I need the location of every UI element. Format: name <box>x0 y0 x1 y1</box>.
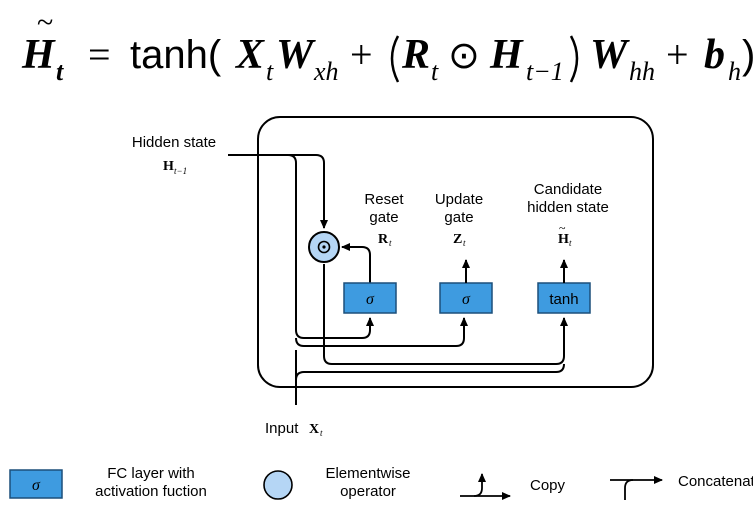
reset-sub: t <box>389 238 392 248</box>
legend-copy-label: Copy <box>530 477 566 494</box>
update-gate-label-2: gate <box>444 209 473 226</box>
candidate-label-1: Candidate <box>534 181 602 198</box>
legend-fc-sigma: σ <box>32 477 41 494</box>
update-sub: t <box>463 238 466 248</box>
concatenate-icon-branch <box>624 479 634 500</box>
candidate-symbol: H <box>558 232 569 247</box>
eq-plus-2: + <box>666 32 689 77</box>
eq-paren-right <box>569 35 579 83</box>
eq-wxh-sub: xh <box>313 57 339 86</box>
legend-fc-label-1: FC layer with <box>107 465 195 482</box>
input-to-candidate-path <box>295 363 565 381</box>
tanh-label: tanh <box>549 291 578 308</box>
odot-icon-dot <box>322 245 326 249</box>
legend-elementwise-label-1: Elementwise <box>325 465 410 482</box>
update-gate-box <box>439 282 493 314</box>
eq-equals: = <box>88 32 111 77</box>
candidate-sub: t <box>569 238 572 248</box>
hidden-state-symbol: H <box>163 159 174 174</box>
legend-elementwise-circle <box>263 470 293 500</box>
eq-whh: W <box>590 32 630 78</box>
legend-concatenate-label: Concatenate <box>678 473 753 490</box>
eq-lhs-subscript: t <box>56 57 64 86</box>
reset-gate-label-2: gate <box>369 209 398 226</box>
hidden-state-label: Hidden state <box>132 134 216 151</box>
eq-paren-left <box>390 35 400 83</box>
eq-b: b <box>704 32 725 78</box>
input-label: Input <box>265 420 299 437</box>
eq-odot: ⊙ <box>448 35 480 77</box>
reset-gate-label-1: Reset <box>364 191 404 208</box>
legend-elementwise-label-2: operator <box>340 483 396 500</box>
legend-fc-label-2: activation fuction <box>95 483 207 500</box>
eq-b-sub: h <box>728 57 741 86</box>
hidden-state-sub: t−1 <box>174 166 187 176</box>
eq-func: tanh( <box>130 33 222 77</box>
eq-plus-1: + <box>350 32 373 77</box>
eq-whh-sub: hh <box>629 57 655 86</box>
cell-frame <box>257 116 654 388</box>
input-symbol: X <box>309 422 319 437</box>
copy-icon-branch <box>473 473 486 497</box>
odot-icon <box>317 240 331 254</box>
eq-x: X <box>234 32 265 78</box>
odot-to-candidate-path <box>323 264 568 365</box>
update-gate-label-1: Update <box>435 191 483 208</box>
eq-lhs-tilde: ~ <box>37 6 53 39</box>
eq-r: R <box>401 32 430 78</box>
hidden-state-to-odot-arrow <box>228 154 328 229</box>
legend-fc-box <box>9 469 63 499</box>
hidden-to-reset-path <box>287 154 374 339</box>
reset-to-odot-arrow <box>341 243 371 283</box>
update-symbol: Z <box>453 232 462 247</box>
eq-r-sub: t <box>431 57 439 86</box>
eq-lhs-symbol: H <box>21 32 56 78</box>
reset-symbol: R <box>378 232 389 247</box>
update-gate-sigma: σ <box>462 291 471 308</box>
hidden-to-update-path <box>295 317 468 347</box>
input-sub: t <box>320 428 323 438</box>
eq-h-sub: t−1 <box>526 57 564 86</box>
equation: H ~ t = tanh( X t W xh + R t ⊙ H t−1 W h… <box>21 6 753 86</box>
reset-gate-sigma: σ <box>366 291 375 308</box>
candidate-tilde: ~ <box>559 221 566 235</box>
eq-wxh: W <box>276 32 316 78</box>
eq-close-paren: ) <box>742 33 753 77</box>
candidate-label-2: hidden state <box>527 199 609 216</box>
gru-diagram: Hidden state H t−1 σ σ tanh Res <box>132 116 654 438</box>
eq-x-sub: t <box>266 57 274 86</box>
reset-gate-box <box>343 282 397 314</box>
legend: σ FC layer with activation fuction Eleme… <box>9 465 753 500</box>
eq-h: H <box>489 32 524 78</box>
